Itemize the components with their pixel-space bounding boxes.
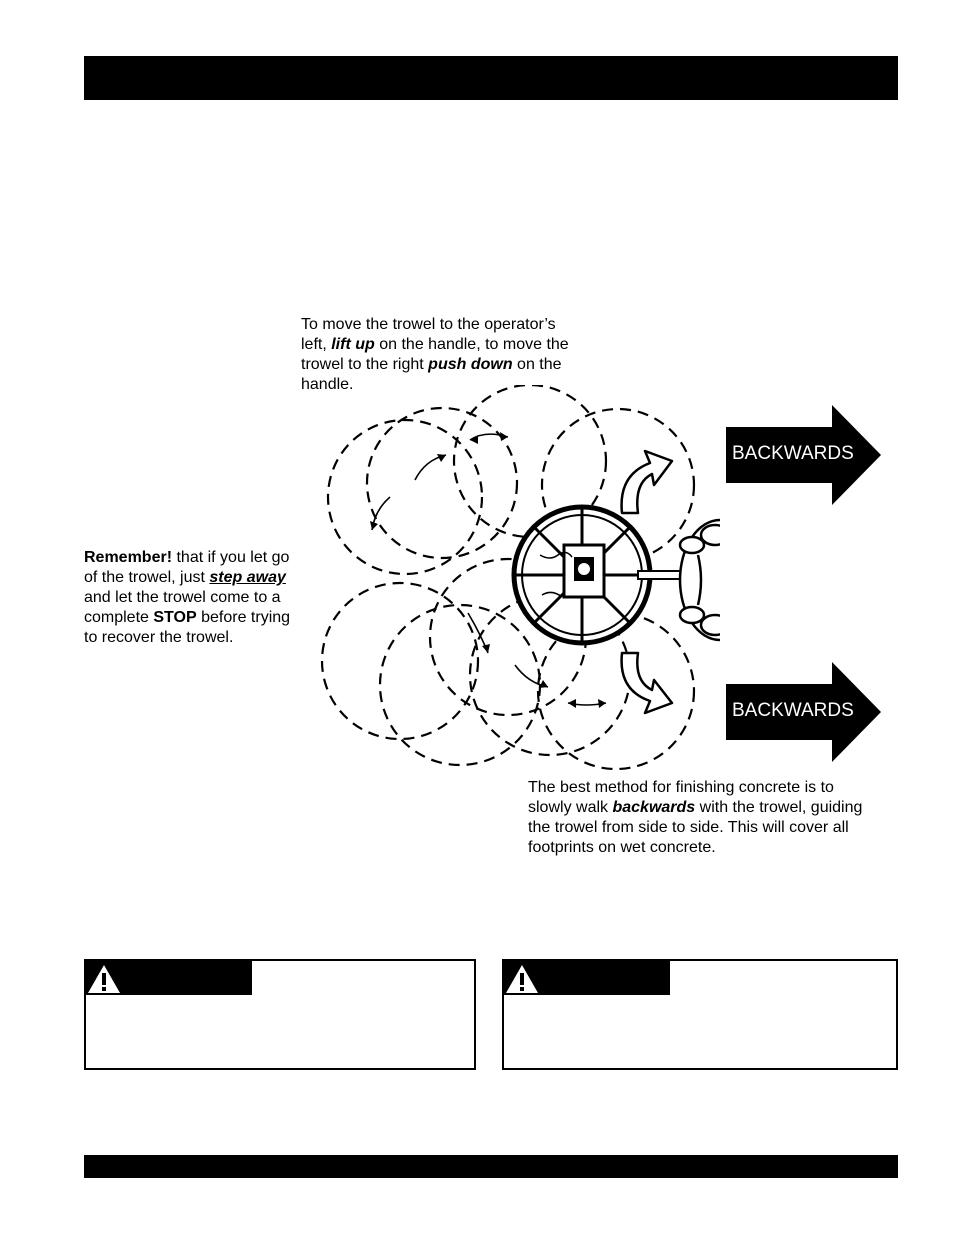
path-circle-upper-top	[452, 385, 608, 539]
steering-line-3b: on the	[512, 356, 562, 373]
warning-header-right	[504, 961, 670, 995]
remember-line-1: that if you let go	[172, 549, 290, 566]
backwards-arrow-top: BACKWARDS	[726, 405, 881, 505]
steering-instructions: To move the trowel to the operator’s lef…	[301, 315, 611, 395]
backwards-arrow-bottom: BACKWARDS	[726, 662, 881, 762]
finishing-method-note: The best method for finishing concrete i…	[528, 778, 908, 858]
trowel-path-diagram	[320, 385, 720, 771]
remember-line-4b: before trying	[196, 609, 291, 626]
footer-bar	[84, 1155, 898, 1178]
warning-triangle-icon	[88, 965, 120, 993]
backwards-label-top: BACKWARDS	[732, 443, 854, 464]
warning-box-right	[502, 959, 898, 1070]
curved-arrow-top	[620, 449, 674, 515]
path-circle-upper-left	[326, 418, 484, 576]
operator-figure	[678, 518, 720, 642]
stop-emphasis: STOP	[153, 609, 197, 626]
remember-line-5: to recover the trowel.	[84, 629, 234, 646]
step-away-emphasis: step away	[209, 569, 286, 586]
lift-up-emphasis: lift up	[331, 336, 375, 353]
method-line-4: footprints on wet concrete.	[528, 839, 716, 856]
path-circle-upper-mid	[365, 406, 519, 560]
method-line-1: The best method for finishing concrete i…	[528, 779, 834, 796]
path-circle-upper-right	[540, 407, 696, 563]
trowel-machine	[511, 504, 653, 646]
curved-arrow-bottom	[620, 651, 674, 715]
push-down-emphasis: push down	[428, 356, 513, 373]
header-bar	[84, 56, 898, 100]
remember-line-4a: complete	[84, 609, 154, 626]
method-line-2b: with the trowel, guiding	[695, 799, 863, 816]
method-line-3: the trowel from side to side. This will …	[528, 819, 849, 836]
steering-line-1: To move the trowel to the operator’s	[301, 316, 556, 333]
path-circle-lower-left	[320, 581, 480, 741]
backwards-label-bottom: BACKWARDS	[732, 700, 854, 721]
path-circle-lower-mid	[378, 603, 542, 767]
method-line-2a: slowly walk	[528, 799, 613, 816]
warning-box-left	[84, 959, 476, 1070]
warning-header-left	[86, 961, 252, 995]
steering-line-4: handle.	[301, 376, 354, 393]
steering-line-2a: left,	[301, 336, 332, 353]
backwards-emphasis: backwards	[612, 799, 696, 816]
remember-note: Remember! that if you let go of the trow…	[84, 548, 324, 648]
remember-heading: Remember!	[84, 549, 173, 566]
remember-line-3: and let the trowel come to a	[84, 589, 281, 606]
steering-line-2b: on the handle, to move the	[374, 336, 569, 353]
warning-triangle-icon	[506, 965, 538, 993]
remember-line-2a: of the trowel, just	[84, 569, 210, 586]
steering-line-3a: trowel to the right	[301, 356, 429, 373]
